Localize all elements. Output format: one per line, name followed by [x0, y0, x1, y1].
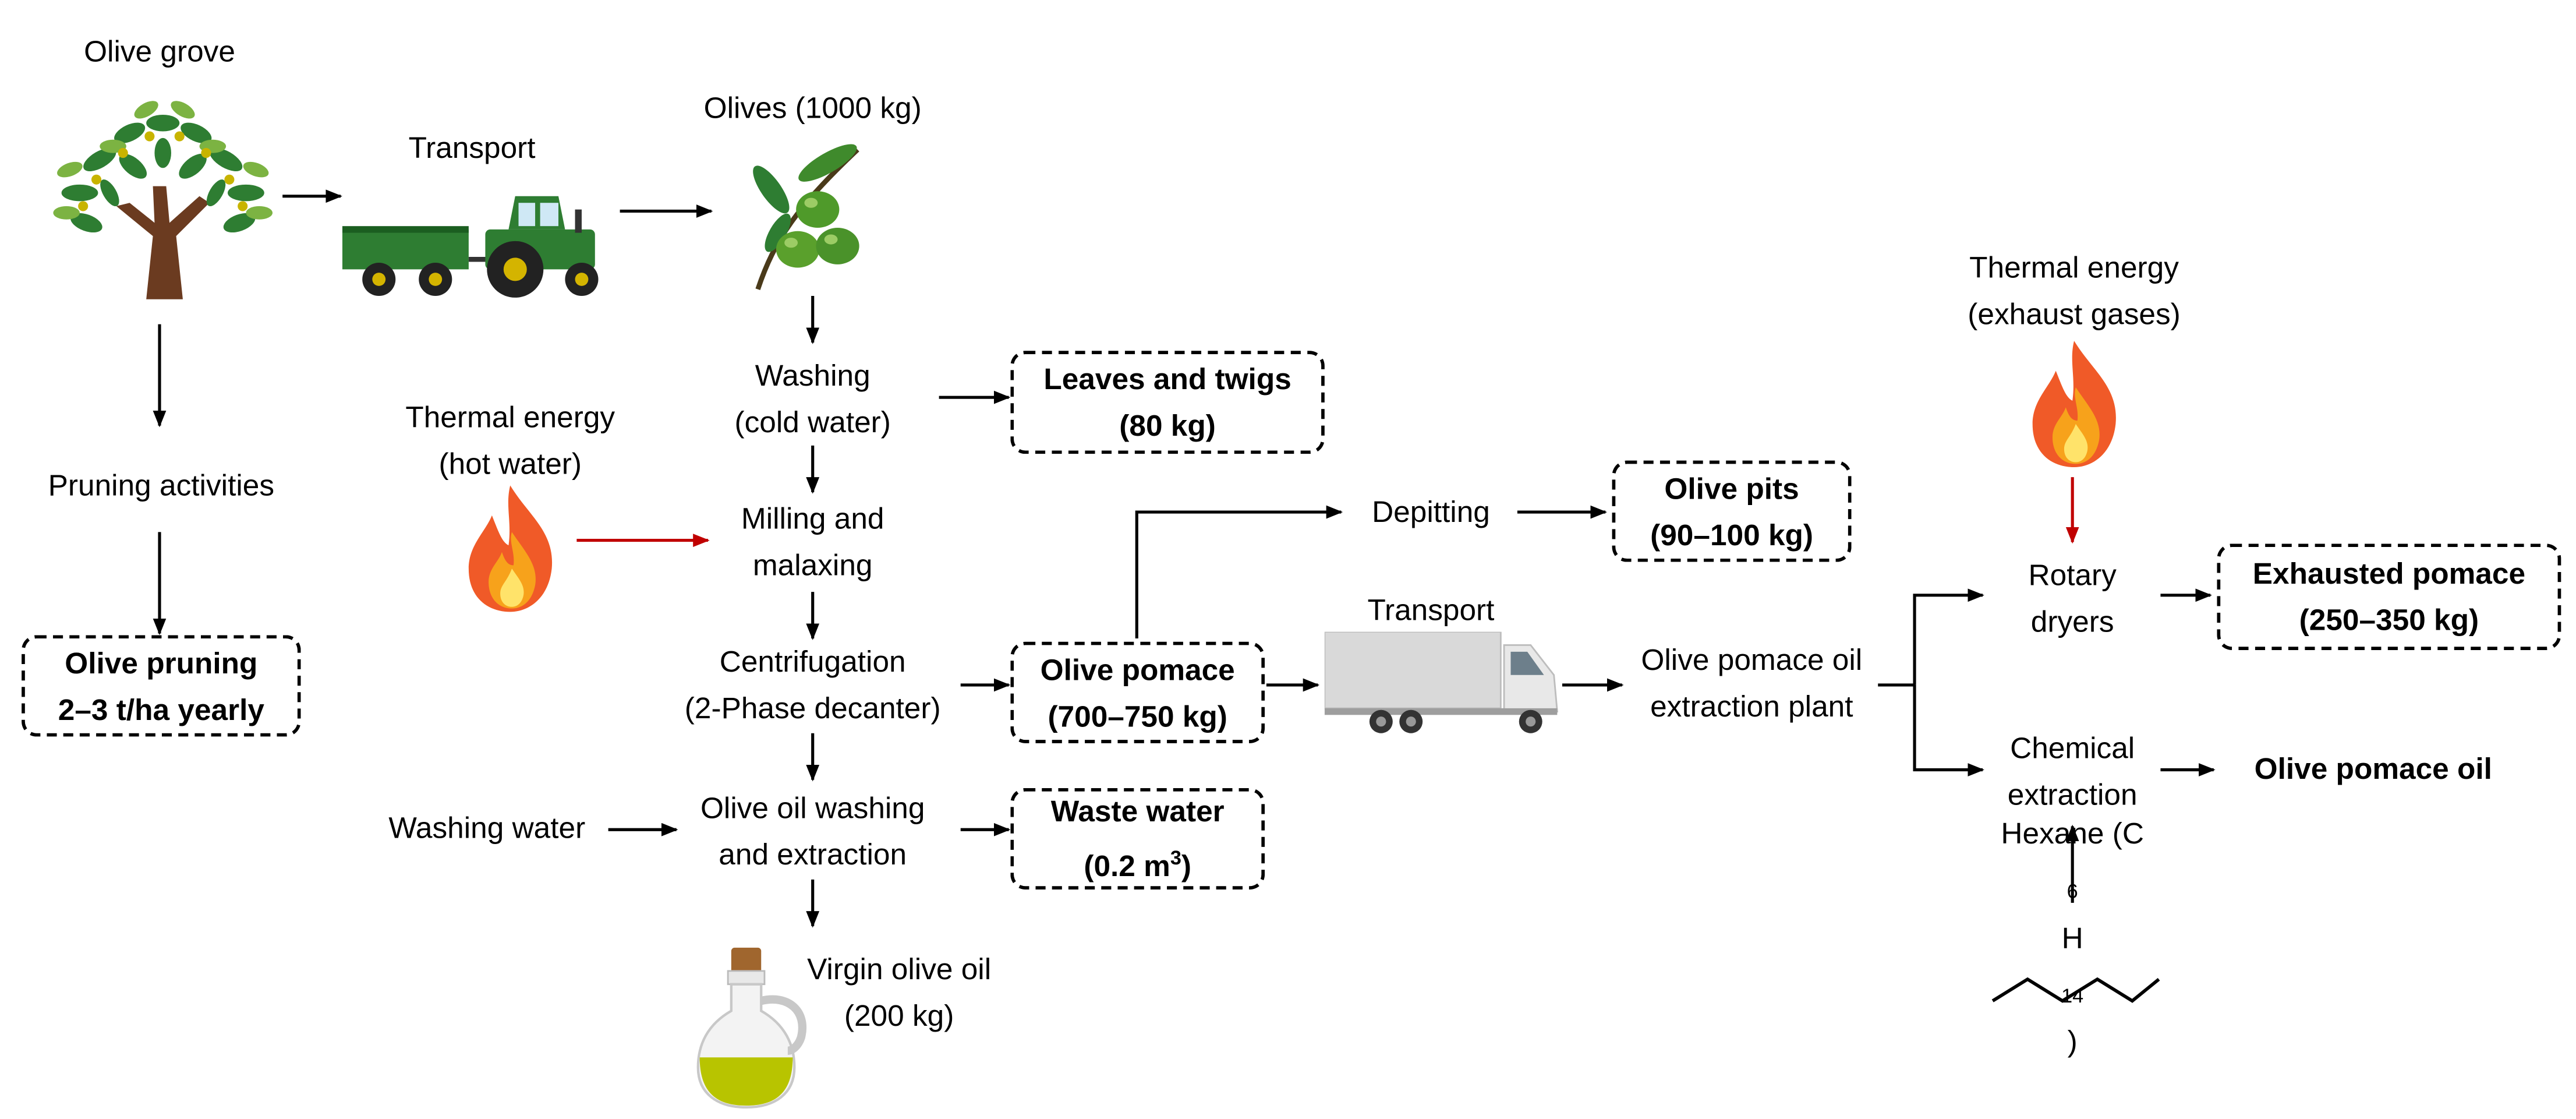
tractor-icon: [342, 196, 599, 298]
truck-icon: [1324, 631, 1558, 733]
node-thermal-exhaust: Thermal energy(exhaust gases): [1968, 250, 2181, 331]
output-olive-pomace-oil: Olive pomace oil: [2254, 752, 2492, 786]
output-olive-pits: Olive pits(90–100 kg): [1612, 460, 1852, 562]
output-leaves-twigs: Leaves and twigs(80 kg): [1010, 351, 1325, 454]
hexane-skeletal-icon: [1991, 977, 2160, 1003]
output-olive-pomace: Olive pomace(700–750 kg): [1010, 641, 1265, 743]
oil-bottle-icon: [696, 947, 806, 1109]
arrow-split-dryers: [1913, 588, 1984, 685]
output-waste-water: Waste water (0.2 m3): [1010, 788, 1265, 889]
node-depitting: Depitting: [1372, 495, 1490, 529]
output-exhausted-pomace: Exhausted pomace(250–350 kg): [2217, 543, 2561, 650]
node-washing-water: Washing water: [388, 811, 586, 845]
node-olives: Olives (1000 kg): [703, 91, 922, 125]
arrow-split-chemical: [1913, 684, 1984, 776]
olive-branch-icon: [753, 144, 859, 290]
node-virgin-olive-oil: Virgin olive oil(200 kg): [807, 952, 992, 1033]
node-pruning-activities: Pruning activities: [48, 468, 275, 502]
node-transport-truck: Transport: [1367, 593, 1495, 627]
node-washing: Washing(cold water): [734, 359, 891, 439]
node-thermal-hot-water: Thermal energy(hot water): [405, 400, 615, 481]
olive-tree-icon: [53, 101, 273, 299]
node-transport-tractor: Transport: [408, 131, 536, 165]
node-olive-grove: Olive grove: [84, 34, 235, 69]
flame-icon: [2032, 341, 2116, 468]
arrow-pomace-depitting: [1135, 505, 1343, 639]
flame-icon: [468, 485, 553, 612]
node-centrifugation: Centrifugation(2-Phase decanter): [684, 645, 941, 725]
